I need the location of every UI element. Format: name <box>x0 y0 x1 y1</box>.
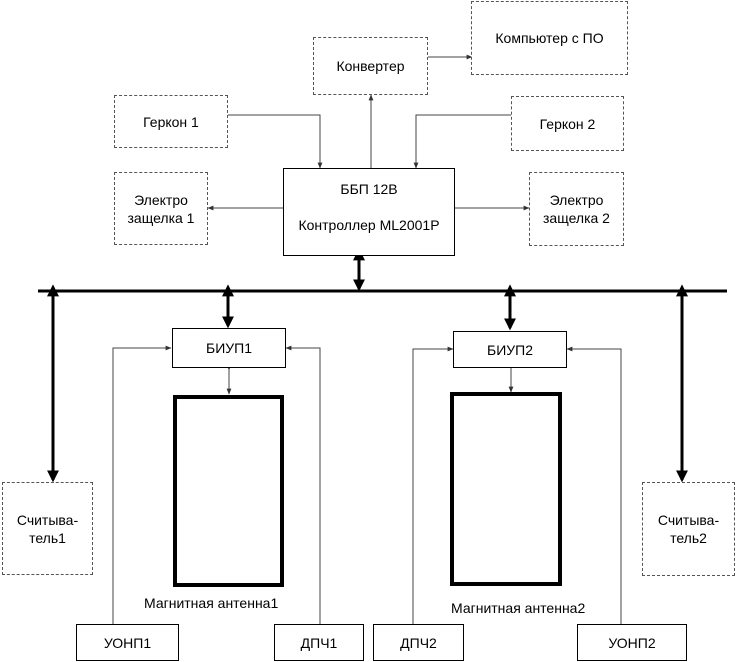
uonp1-block: УОНП1 <box>76 624 179 661</box>
link-gerkon1-controller <box>228 114 323 169</box>
biup2-label: БИУП2 <box>487 341 533 358</box>
gerkon1-label: Геркон 1 <box>143 113 199 130</box>
gerkon2-block: Геркон 2 <box>511 96 624 151</box>
converter-block: Конвертер <box>313 37 428 95</box>
reader1-label-line1: Считыва- <box>16 511 79 528</box>
controller-block: ББП 12В Контроллер ML2001P <box>283 168 455 256</box>
computer-label: Компьютер с ПО <box>495 30 604 46</box>
latch2-block: Электро защелка 2 <box>529 172 624 246</box>
controller-label-line1: ББП 12В <box>340 181 398 197</box>
antenna1-frame <box>173 395 284 587</box>
converter-label: Конвертер <box>336 58 405 74</box>
link-gerkon2-controller <box>413 114 512 169</box>
reader2-label-line2: тель2 <box>670 530 707 546</box>
link-dpch1-biup1 <box>285 345 321 624</box>
biup1-label: БИУП1 <box>206 340 252 356</box>
latch2-label-line1: Электро <box>549 192 604 208</box>
computer-block: Компьютер с ПО <box>471 1 628 75</box>
latch2-label-line2: защелка 2 <box>543 210 610 226</box>
antenna2-label: Магнитная антенна2 <box>451 600 586 616</box>
controller-label-line2: Контроллер ML2001P <box>298 217 440 233</box>
dpch1-label: ДПЧ1 <box>300 634 338 651</box>
latch1-label-line2: защелка 1 <box>127 209 195 226</box>
reader2-block: Считыва- тель2 <box>642 482 735 576</box>
gerkon2-label: Геркон 2 <box>539 115 596 132</box>
link-uonp1-biup1 <box>112 345 172 624</box>
reader2-label-line1: Считыва- <box>657 512 720 528</box>
dpch2-block: ДПЧ2 <box>373 624 464 661</box>
reader1-label-line2: тель1 <box>29 529 66 546</box>
dpch1-block: ДПЧ1 <box>274 624 364 661</box>
link-uonp2-biup2 <box>566 346 622 624</box>
biup2-block: БИУП2 <box>453 331 567 368</box>
antenna1-label: Магнитная антенна1 <box>144 595 279 611</box>
uonp2-label: УОНП2 <box>608 634 656 651</box>
link-dpch2-biup2 <box>412 346 454 624</box>
latch1-block: Электро защелка 1 <box>114 172 208 245</box>
dpch2-label: ДПЧ2 <box>400 634 437 651</box>
gerkon1-block: Геркон 1 <box>114 95 228 148</box>
biup1-block: БИУП1 <box>172 328 286 368</box>
uonp1-label: УОНП1 <box>103 634 152 651</box>
latch1-label-line1: Электро <box>134 191 188 208</box>
antenna2-frame <box>450 392 562 586</box>
uonp2-block: УОНП2 <box>577 624 687 661</box>
reader1-block: Считыва- тель1 <box>2 482 93 575</box>
